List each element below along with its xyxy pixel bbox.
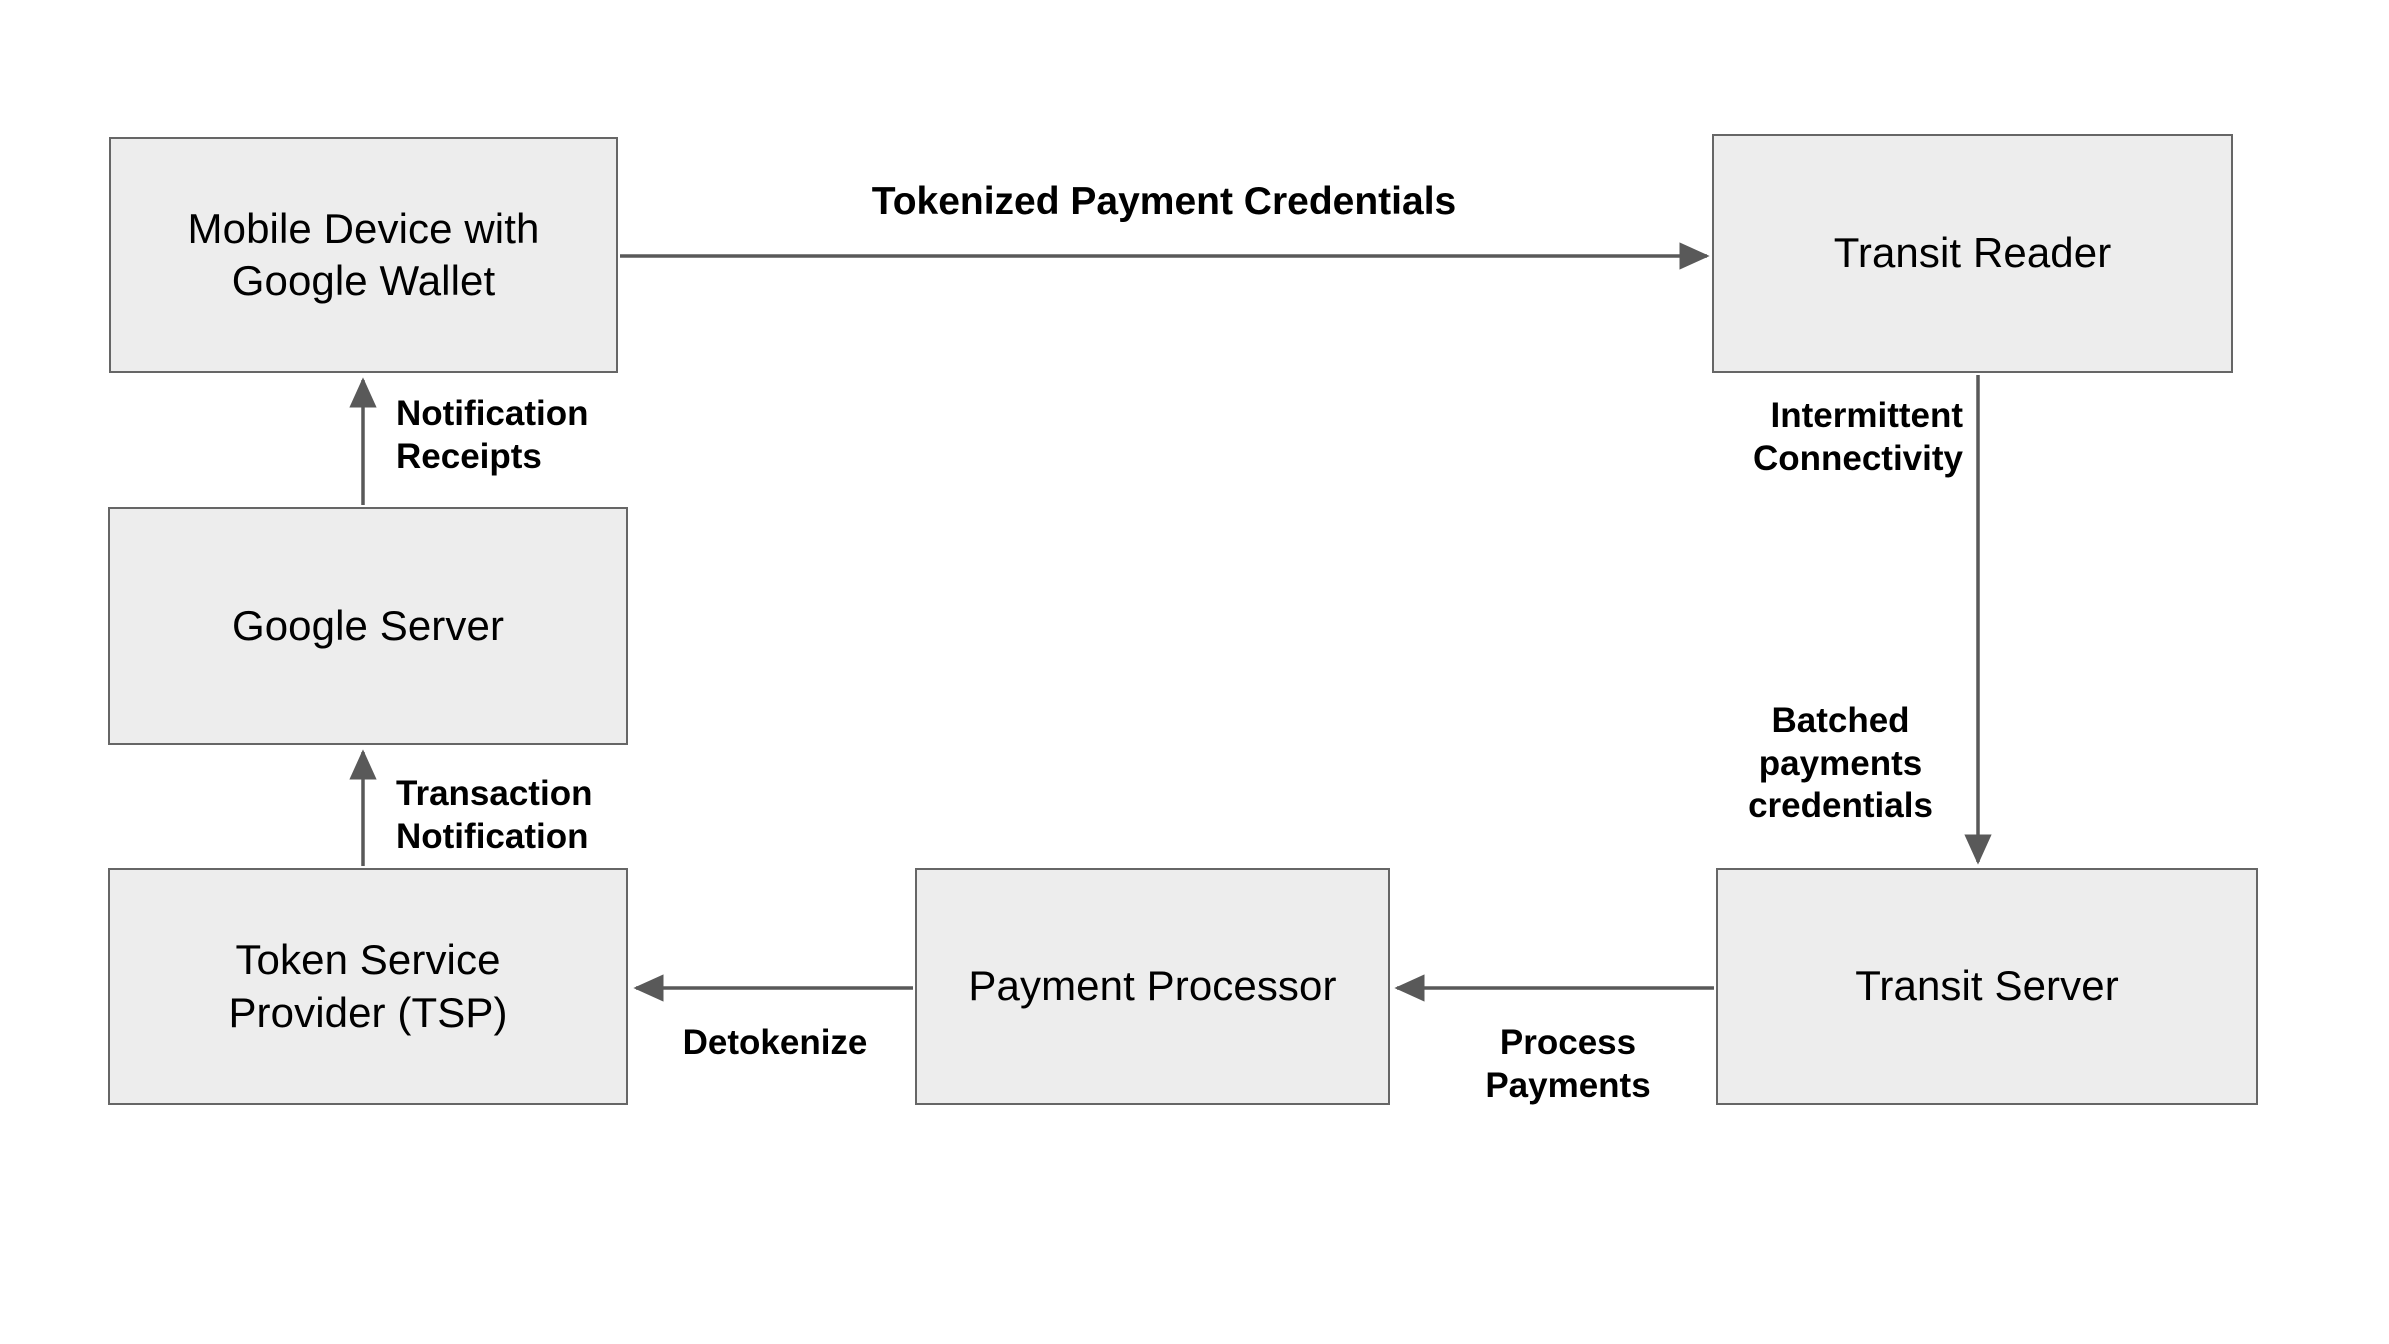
node-mobile-device[interactable]: Mobile Device with Google Wallet (109, 137, 618, 373)
node-google-server[interactable]: Google Server (108, 507, 628, 745)
edge-label-intermittent-connectivity: Intermittent Connectivity (1752, 396, 1963, 478)
edge-label-batched-payments-credentials: Batched payments credentials (1748, 701, 1933, 826)
edge-label-notification-receipts: Notification Receipts (396, 394, 589, 476)
edge-label-process-payments: Process Payments (1485, 1023, 1651, 1105)
node-transit-reader[interactable]: Transit Reader (1712, 134, 2233, 373)
edge-label-transaction-notification: Transaction Notification (396, 774, 593, 856)
node-token-service-provider[interactable]: Token Service Provider (TSP) (108, 868, 628, 1105)
edge-label-detokenize: Detokenize (682, 1023, 868, 1062)
node-payment-processor[interactable]: Payment Processor (915, 868, 1390, 1105)
node-transit-server[interactable]: Transit Server (1716, 868, 2258, 1105)
edge-label-tokenized-payment-credentials: Tokenized Payment Credentials (871, 180, 1457, 223)
